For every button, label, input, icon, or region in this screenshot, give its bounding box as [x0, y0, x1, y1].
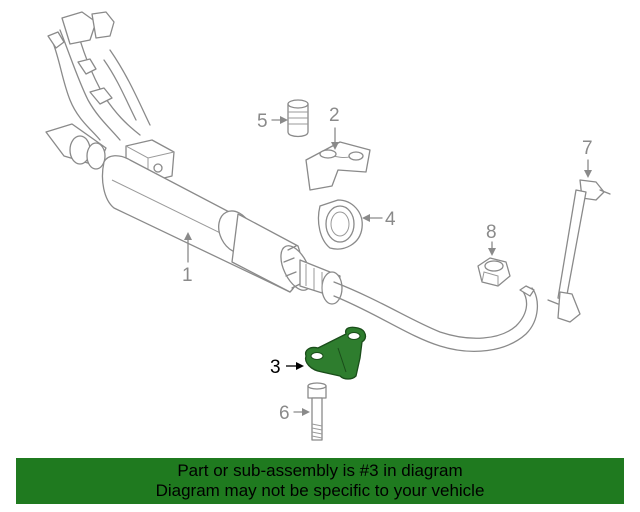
callout-3[interactable]: 3 — [270, 357, 281, 378]
part-6-bolt[interactable] — [307, 382, 327, 441]
info-banner: Part or sub-assembly is #3 in diagram Di… — [16, 458, 624, 504]
callout-6[interactable]: 6 — [279, 403, 290, 424]
callout-arrows — [184, 116, 592, 416]
part-5-bushing[interactable] — [287, 99, 309, 138]
part-2-clamp[interactable] — [305, 141, 371, 191]
part-8-nut[interactable] — [477, 257, 511, 287]
callout-1[interactable]: 1 — [182, 265, 193, 286]
callout-8[interactable]: 8 — [486, 222, 497, 243]
callout-5[interactable]: 5 — [257, 111, 268, 132]
banner-line-2: Diagram may not be specific to your vehi… — [155, 481, 485, 500]
banner-line-1: Part or sub-assembly is #3 in diagram — [177, 461, 463, 480]
callout-4[interactable]: 4 — [385, 209, 396, 230]
part-4-bushing[interactable] — [317, 199, 363, 250]
callout-2[interactable]: 2 — [329, 105, 340, 126]
stabilizer-bar[interactable] — [333, 281, 538, 352]
part-7-stabilizer-link[interactable] — [547, 179, 611, 323]
part-3-bracket-highlighted[interactable] — [304, 326, 367, 380]
callout-7[interactable]: 7 — [582, 138, 593, 159]
steering-rack-assembly[interactable] — [45, 11, 343, 305]
